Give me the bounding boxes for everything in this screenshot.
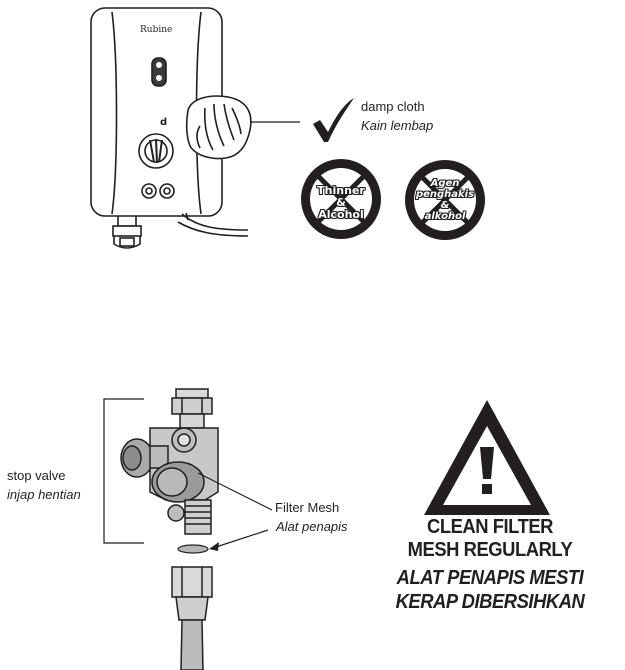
- filter-mesh-label-ms: Alat penapis: [276, 519, 348, 534]
- no-corrosive-text: Agen penghakis & alkohol: [412, 178, 478, 222]
- warning-triangle-icon: [424, 400, 550, 515]
- warning-line-1: CLEAN FILTER: [426, 516, 553, 538]
- hose-connector: [171, 566, 213, 670]
- stop-valve: [120, 388, 219, 535]
- no-thinner-line1: Thinner: [317, 184, 365, 197]
- arrow-head-icon: [209, 542, 219, 551]
- no-corrosive-line2: penghakis: [415, 189, 475, 200]
- stop-valve-bracket: [103, 398, 144, 544]
- filter-mesh-disc: [177, 544, 209, 554]
- heater-brand-logo: Rubine: [140, 25, 173, 35]
- filter-mesh-label: Filter Mesh: [275, 500, 340, 515]
- damp-cloth-label: damp cloth: [361, 99, 425, 114]
- no-thinner-line3: Alcohol: [318, 208, 364, 221]
- no-thinner-line2: &: [336, 196, 346, 209]
- hand-with-cloth-icon: [185, 95, 252, 160]
- stop-valve-label: stop valve: [7, 468, 66, 483]
- warning-line-3: ALAT PENAPIS MESTI: [396, 567, 584, 589]
- filter-mesh-arrow: [215, 529, 269, 548]
- stop-valve-label-ms: injap hentian: [7, 487, 81, 502]
- no-corrosive-line1: Agen: [430, 178, 460, 189]
- check-mark-icon: [313, 98, 354, 142]
- svg-text:d: d: [160, 117, 167, 128]
- warning-line-2: MESH REGULARLY: [407, 539, 573, 561]
- no-corrosive-line4: alkohol: [424, 211, 466, 222]
- no-thinner-text: Thinner & Alcohol: [311, 185, 371, 221]
- damp-cloth-label-ms: Kain lembap: [361, 118, 434, 133]
- no-corrosive-line3: &: [440, 200, 450, 211]
- no-corrosive-alcohol-icon: [405, 160, 485, 240]
- warning-line-4: KERAP DIBERSIHKAN: [395, 591, 585, 613]
- water-heater: d: [90, 7, 249, 249]
- filter-mesh-leader: [197, 472, 273, 511]
- no-thinner-alcohol-icon: [301, 159, 381, 239]
